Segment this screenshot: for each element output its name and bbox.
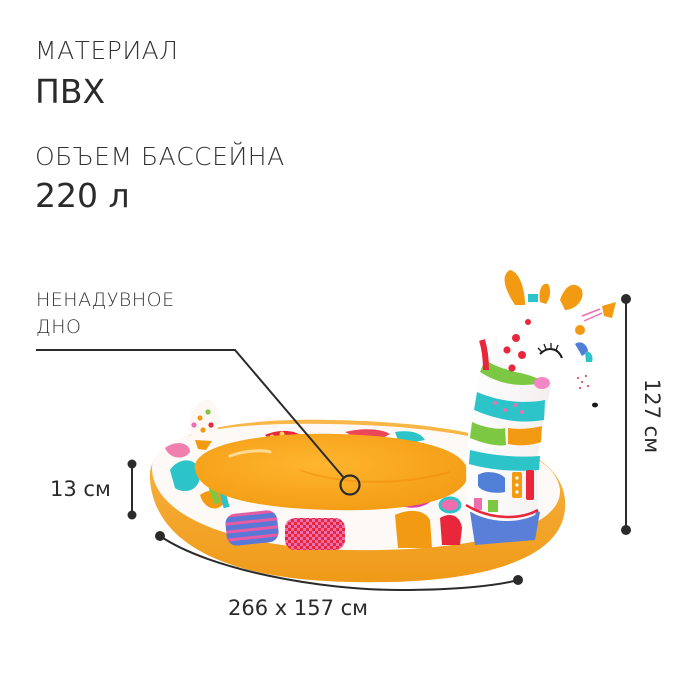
volume-value: 220 л xyxy=(35,176,130,215)
footprint-dimension xyxy=(155,531,523,592)
footprint-label: 266 х 157 см xyxy=(228,596,369,620)
total-height-label: 127 см xyxy=(640,378,664,454)
giraffe xyxy=(465,270,616,522)
material-value: ПВХ xyxy=(35,72,106,111)
callout-line-1: НЕНАДУВНОЕ xyxy=(36,289,175,311)
pool-body xyxy=(149,419,566,583)
callout-line-2: ДНО xyxy=(36,316,82,338)
material-label: МАТЕРИАЛ xyxy=(35,36,179,65)
callout-leader xyxy=(36,349,361,496)
ring-height-label: 13 см xyxy=(50,477,111,501)
tail-sprinkler xyxy=(189,399,220,450)
volume-label: ОБЪЕМ БАССЕЙНА xyxy=(35,142,285,171)
ring-height-dimension xyxy=(127,459,137,520)
total-height-dimension xyxy=(621,294,631,535)
bottom-callout-label: НЕНАДУВНОЕ ДНО xyxy=(36,287,175,341)
